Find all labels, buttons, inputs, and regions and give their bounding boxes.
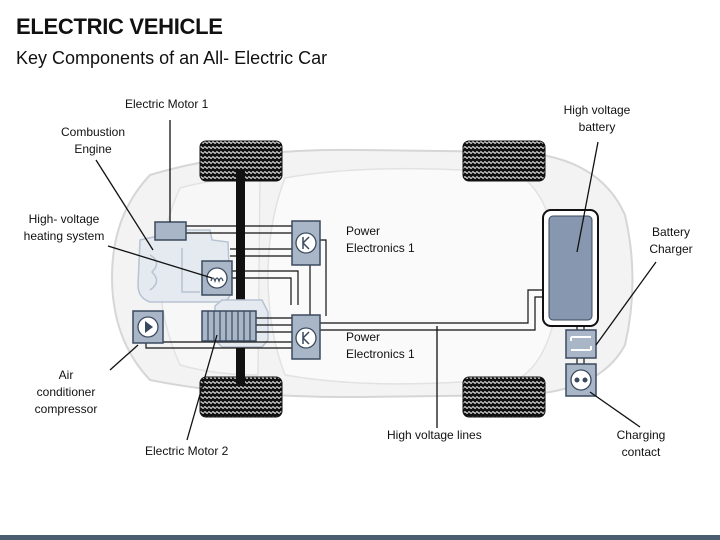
heat-coil-icon [210,277,224,284]
label-battery-charger: Battery Charger [640,224,702,258]
label-battery-line1: High voltage [563,103,631,117]
electric-motor-2 [201,310,257,342]
label-high-voltage-battery: High voltage battery [553,102,641,136]
footer-bar [0,535,720,540]
rear-left-wheel [462,140,546,182]
high-voltage-heating-system [201,260,233,296]
label-charger-line1: Battery [651,225,690,239]
leader-lines [95,120,657,441]
label-charging-contact: Charging contact [606,427,676,461]
label-heating-line2: heating system [23,229,105,243]
high-voltage-battery [542,209,599,327]
plug-icon [574,377,580,383]
charger-icon [570,336,592,351]
label-power-electronics-bottom: Power Electronics 1 [346,329,415,363]
label-combustion-engine-line2: Engine [74,142,112,156]
switch-icon [302,331,310,345]
page-title: ELECTRIC VEHICLE [16,14,223,39]
air-conditioner-compressor [132,310,164,344]
label-electric-motor-1: Electric Motor 1 [125,97,209,111]
page-subtitle: Key Components of an All- Electric Car [16,48,328,68]
label-ac-line2: conditioner [36,385,96,399]
rear-right-wheel [462,376,546,418]
electric-motor-1 [154,221,187,241]
label-heating-line1: High- voltage [28,212,100,226]
label-pe-top-line1: Power [346,224,381,238]
battery-charger [565,329,597,359]
label-ac-line3: compressor [34,402,98,416]
label-high-voltage-heating: High- voltage heating system [18,211,110,245]
label-ac-line1: Air [58,368,74,382]
power-electronics-1-bottom [291,314,321,360]
label-electric-motor-2: Electric Motor 2 [145,444,229,458]
power-electronics-1-top [291,220,321,266]
play-icon [145,321,153,333]
label-power-electronics-top: Power Electronics 1 [346,223,415,257]
label-combustion-engine: Combustion Engine [54,124,132,158]
label-pe-bottom-line2: Electronics 1 [346,347,415,361]
label-pe-top-line2: Electronics 1 [346,241,415,255]
label-pe-bottom-line1: Power [346,330,381,344]
charging-contact [565,363,597,397]
label-air-conditioner: Air conditioner compressor [24,367,108,418]
switch-icon [302,236,310,250]
label-charger-line2: Charger [649,242,693,256]
label-battery-line2: battery [578,120,616,134]
label-combustion-engine-line1: Combustion [60,125,126,139]
label-high-voltage-lines: High voltage lines [387,428,482,442]
label-charging-line2: contact [621,445,661,459]
label-charging-line1: Charging [616,428,666,442]
